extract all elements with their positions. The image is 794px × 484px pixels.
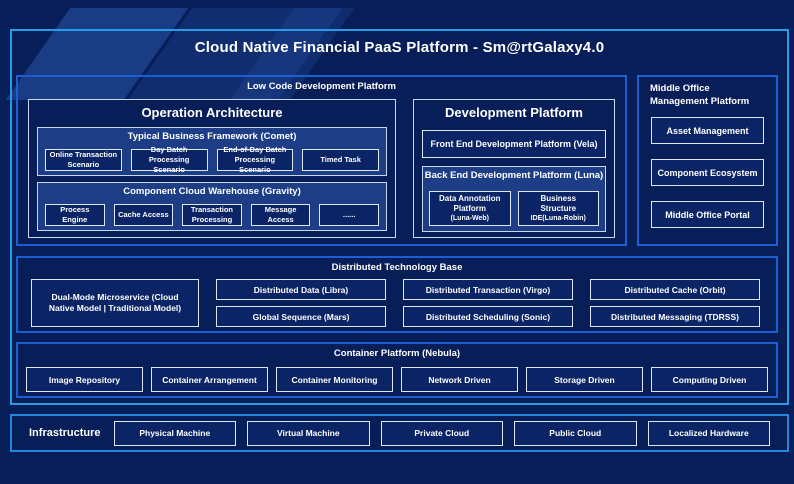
box-computing-driven: Computing Driven [651,367,768,392]
panel-title: Development Platform [445,105,583,120]
section-title: Distributed Technology Base [331,262,463,273]
section-container-platform-nebula: Container Platform (Nebula) Image Reposi… [16,342,778,398]
box-global-sequence-mars: Global Sequence (Mars) [216,306,386,327]
section-infrastructure: Infrastructure Physical Machine Virtual … [10,414,789,452]
box-data-annotation-platform: Data Annotation Platform (Luna-Web) [429,191,511,226]
box-storage-driven: Storage Driven [526,367,643,392]
distributed-column: Distributed Data (Libra) Global Sequence… [216,279,386,327]
gravity-items-row: Process Engine Cache Access Transaction … [45,204,379,226]
gravity-item: Cache Access [113,204,174,226]
box-virtual-machine: Virtual Machine [247,420,370,446]
comet-item: Online Transaction Scenario [45,149,122,171]
backend-items-row: Data Annotation Platform (Luna-Web) Busi… [429,191,599,226]
box-public-cloud: Public Cloud [514,420,637,446]
gravity-item: Process Engine [45,204,105,226]
box-middle-office-portal: Middle Office Portal [651,201,764,228]
page-title: Cloud Native Financial PaaS Platform - S… [194,39,605,56]
box-dual-mode-microservice: Dual-Mode Microservice (Cloud Native Mod… [31,279,199,327]
infrastructure-items-row: Physical Machine Virtual Machine Private… [113,420,771,446]
box-distributed-cache-orbit: Distributed Cache (Orbit) [590,279,760,300]
box-sublabel: (Luna-Web) [450,215,489,223]
section-title: Infrastructure [29,427,101,439]
distributed-column: Distributed Transaction (Virgo) Distribu… [403,279,573,327]
section-low-code-development-platform: Low Code Development Platform Operation … [16,75,627,246]
container-platform-items-row: Image Repository Container Arrangement C… [26,367,768,392]
panel-title: Operation Architecture [141,105,283,120]
group-typical-business-framework-comet: Typical Business Framework (Comet) Onlin… [37,127,387,176]
box-distributed-transaction-virgo: Distributed Transaction (Virgo) [403,279,573,300]
panel-operation-architecture: Operation Architecture Typical Business … [28,99,396,238]
box-container-monitoring: Container Monitoring [276,367,393,392]
group-back-end-development-platform-luna: Back End Development Platform (Luna) Dat… [422,166,606,232]
box-sublabel: IDE(Luna-Robin) [530,215,586,223]
box-network-driven: Network Driven [401,367,518,392]
box-front-end-development-platform-vela: Front End Development Platform (Vela) [422,130,606,158]
box-distributed-data-libra: Distributed Data (Libra) [216,279,386,300]
platform-diagram-frame: Cloud Native Financial PaaS Platform - S… [10,29,789,405]
box-business-structure-ide: Business Structure IDE(Luna-Robin) [517,191,599,226]
box-image-repository: Image Repository [26,367,143,392]
box-label: Data Annotation Platform [439,193,501,213]
gravity-item: Message Access [250,204,311,226]
group-component-cloud-warehouse-gravity: Component Cloud Warehouse (Gravity) Proc… [37,182,387,231]
comet-item: Day Batch Processing Scenario [130,145,208,174]
panel-development-platform: Development Platform Front End Developme… [413,99,615,238]
comet-item: Timed Task [302,149,379,171]
box-component-ecosystem: Component Ecosystem [651,159,764,186]
section-title: Middle Office Management Platform [650,83,750,107]
gravity-item: Transaction Processing [182,204,242,226]
box-localized-hardware: Localized Hardware [647,420,771,446]
section-middle-office-management-platform: Middle Office Management Platform Asset … [637,75,778,246]
group-title: Back End Development Platform (Luna) [424,170,604,181]
comet-item: End-of-Day Batch Processing Scenario [216,145,294,174]
comet-items-row: Online Transaction Scenario Day Batch Pr… [45,145,379,174]
group-title: Typical Business Framework (Comet) [127,131,297,142]
section-distributed-technology-base: Distributed Technology Base Dual-Mode Mi… [16,256,778,333]
section-title: Container Platform (Nebula) [333,348,461,359]
box-distributed-scheduling-sonic: Distributed Scheduling (Sonic) [403,306,573,327]
box-label: Business Structure [540,193,577,213]
box-distributed-messaging-tdrss: Distributed Messaging (TDRSS) [590,306,760,327]
gravity-item: ...... [319,204,379,226]
box-asset-management: Asset Management [651,117,764,144]
group-title: Component Cloud Warehouse (Gravity) [123,186,301,197]
distributed-items-row: Dual-Mode Microservice (Cloud Native Mod… [31,279,760,327]
box-private-cloud: Private Cloud [380,420,504,446]
box-physical-machine: Physical Machine [113,420,237,446]
box-container-arrangement: Container Arrangement [151,367,268,392]
section-title: Low Code Development Platform [247,81,396,92]
distributed-column: Distributed Cache (Orbit) Distributed Me… [590,279,760,327]
